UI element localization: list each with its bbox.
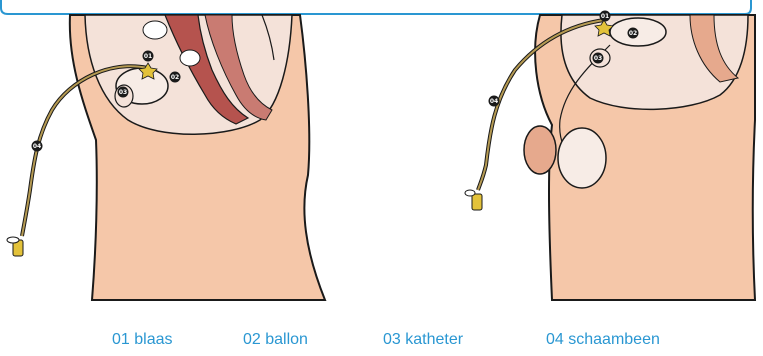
legend-item-schaambeen: 04 schaambeen [546,331,660,353]
male-marker-03: 03 [593,53,604,64]
top-banner-frame [1,0,751,14]
svg-text:01: 01 [144,53,152,60]
male-marker-02: 02 [628,28,639,39]
legend-item-blaas: 01 blaas [112,331,173,353]
svg-text:03: 03 [594,55,602,62]
svg-text:02: 02 [171,74,179,81]
female-catheter-cap [7,237,19,243]
svg-text:04: 04 [490,98,498,105]
female-organ-top-2 [180,50,200,66]
svg-text:04: 04 [33,143,41,150]
svg-text:02: 02 [629,30,637,37]
legend-label-ballon: 02 ballon [243,331,308,348]
svg-text:01: 01 [601,13,609,20]
male-catheter-connector [472,194,482,210]
legend-label-blaas: 01 blaas [112,331,173,348]
female-marker-02: 02 [170,72,181,83]
male-figure: 01 02 03 04 [465,11,755,301]
svg-text:03: 03 [119,89,127,96]
legend-item-katheter: 03 katheter [383,331,463,353]
female-marker-01: 01 [143,51,154,62]
legend-label-katheter: 03 katheter [383,331,463,348]
female-figure: 01 02 03 04 [7,15,325,300]
legend-item-ballon: 02 ballon [243,331,308,353]
legend-label-schaambeen: 04 schaambeen [546,331,660,348]
male-scrotum [558,128,606,188]
female-organ-top-1 [143,21,167,39]
male-catheter-cap [465,190,475,196]
female-marker-03: 03 [118,87,129,98]
female-marker-04: 04 [32,141,43,152]
male-marker-04: 04 [489,96,500,107]
male-penis [524,126,556,174]
male-marker-01: 01 [600,11,611,22]
